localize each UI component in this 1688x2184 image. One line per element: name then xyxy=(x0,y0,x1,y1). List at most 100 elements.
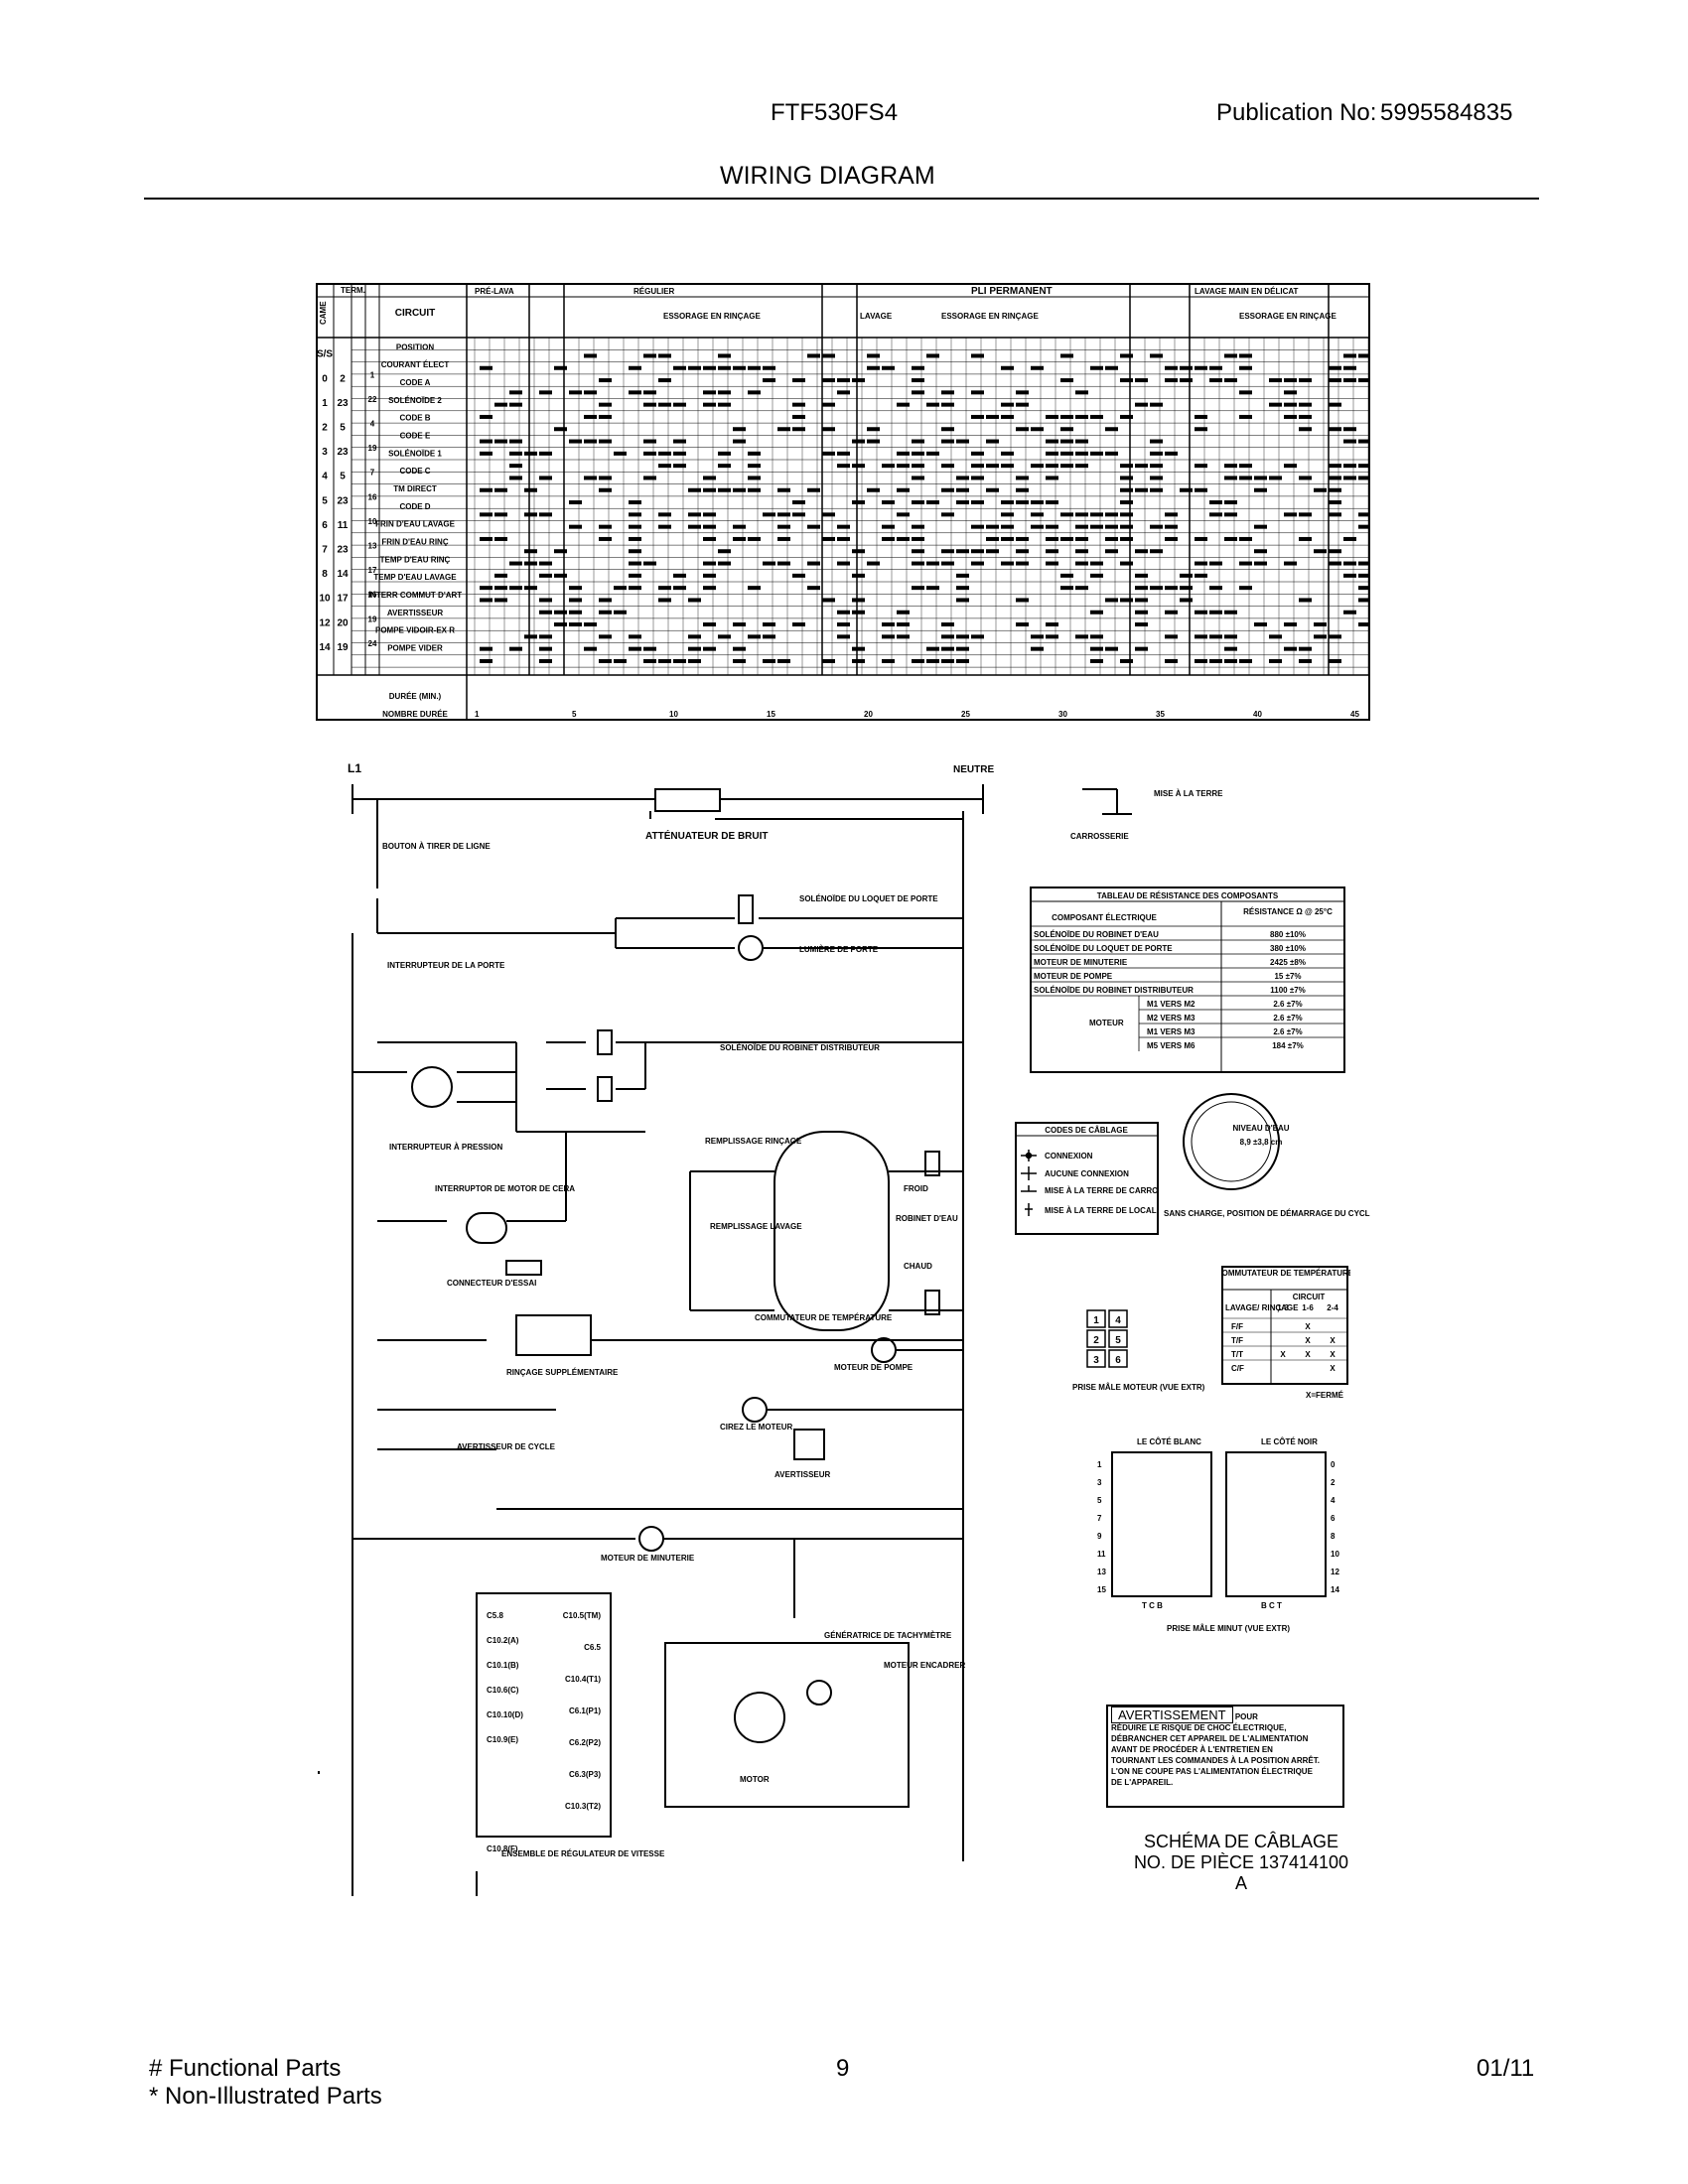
cam-term: 23 xyxy=(337,447,349,458)
motor-pin: 4 xyxy=(1115,1315,1121,1326)
timer-bar xyxy=(703,646,716,651)
timer-bar xyxy=(971,524,984,529)
timer-bar xyxy=(688,598,701,603)
timer-bar xyxy=(688,524,701,529)
timer-bar xyxy=(1209,658,1222,663)
timer-bar xyxy=(509,476,522,480)
timer-bar xyxy=(1150,464,1163,469)
temp-cell: X xyxy=(1330,1350,1336,1359)
plug-right-number: 12 xyxy=(1331,1568,1339,1576)
timer-bar xyxy=(1239,414,1252,419)
timer-bar xyxy=(1120,487,1133,492)
timer-bar xyxy=(643,451,656,456)
timer-bar xyxy=(629,512,641,517)
timer-bar xyxy=(1180,487,1193,492)
circuit-label: CODE E xyxy=(400,431,431,440)
timer-bar xyxy=(509,451,522,456)
warning-line: AVANT DE PROCÉDER À L'ENTRETIEN EN xyxy=(1111,1745,1273,1754)
timer-bar xyxy=(584,414,597,419)
res-component: SOLÉNOÏDE DU ROBINET D'EAU xyxy=(1034,930,1159,939)
timer-bar xyxy=(718,464,731,469)
warning-lines: RÉDUIRE LE RISQUE DE CHOC ÉLECTRIQUE,DÉB… xyxy=(1111,1722,1339,1788)
timer-bar xyxy=(1090,573,1103,578)
timer-bar xyxy=(837,464,850,469)
timer-bar xyxy=(688,512,701,517)
timer-bar xyxy=(986,524,999,529)
timer-bar xyxy=(1120,536,1133,541)
step-number: 10 xyxy=(669,710,678,719)
timer-bar xyxy=(777,487,790,492)
timer-bar xyxy=(792,500,805,505)
res-col2: RÉSISTANCE Ω @ 25°C xyxy=(1243,907,1333,916)
timer-bar xyxy=(1150,439,1163,444)
timer-bar xyxy=(1209,610,1222,614)
timer-bar xyxy=(1195,427,1207,432)
controller-pin: C5.8 xyxy=(487,1611,503,1620)
timer-sequence-chart: CAME TERM. CIRCUIT PRÉ-LAVA RÉGULIER PLI… xyxy=(316,283,1370,721)
circuit-label: POMPE VIDER xyxy=(387,643,443,652)
timer-bar xyxy=(748,464,761,469)
timer-bar xyxy=(509,390,522,395)
label-fill-wash: REMPLISSAGE LAVAGE xyxy=(710,1222,802,1231)
timer-bar xyxy=(763,622,775,627)
controller-pin: C6.2(P2) xyxy=(569,1738,601,1747)
plug-right-number: 6 xyxy=(1331,1514,1336,1523)
timer-bar xyxy=(703,622,716,627)
controller-pin: C10.1(B) xyxy=(487,1661,519,1670)
timer-bar xyxy=(1090,646,1103,651)
timer-bar xyxy=(912,658,924,663)
timer-bar xyxy=(792,378,805,383)
timer-bar xyxy=(1314,549,1327,554)
timer-bar xyxy=(584,476,597,480)
timer-bar xyxy=(733,439,746,444)
timer-bar xyxy=(554,573,567,578)
temp-title: COMMUTATEUR DE TEMPÉRATURE xyxy=(1221,1269,1350,1278)
timer-bar xyxy=(599,634,612,639)
timer-bar xyxy=(1120,464,1133,469)
timer-bar xyxy=(1016,427,1029,432)
timer-bar xyxy=(480,365,492,370)
timer-bar xyxy=(494,512,507,517)
circuit-label: SOLÉNOÏDE 1 xyxy=(388,449,442,458)
timer-bar xyxy=(807,353,820,358)
circuit-label: TM DIRECT xyxy=(393,484,437,493)
timer-bar xyxy=(1075,586,1088,591)
timer-bar xyxy=(956,500,969,505)
plug-right-number: 10 xyxy=(1331,1550,1339,1559)
timer-bar xyxy=(524,586,537,591)
timer-bar xyxy=(837,451,850,456)
controller-pin: C10.5(TM) xyxy=(563,1611,602,1620)
label-speed-control: ENSEMBLE DE RÉGULATEUR DE VITESSE xyxy=(501,1849,665,1858)
timer-bar xyxy=(971,451,984,456)
timer-bar xyxy=(1001,512,1014,517)
timer-bar xyxy=(971,561,984,566)
timer-bar xyxy=(1165,536,1178,541)
circuit-label: INTERR COMMUT D'ART xyxy=(368,591,462,600)
timer-bar xyxy=(807,586,820,591)
timer-bar xyxy=(1299,427,1312,432)
timer-bar xyxy=(539,476,552,480)
timer-bar xyxy=(1329,427,1341,432)
timer-bar xyxy=(1180,586,1193,591)
controller-pin: C10.9(E) xyxy=(487,1735,518,1744)
timer-bar xyxy=(1075,512,1088,517)
plug-left-number: 7 xyxy=(1097,1514,1102,1523)
timer-bar xyxy=(1299,658,1312,663)
timer-bar xyxy=(941,512,954,517)
timer-bar xyxy=(480,439,492,444)
timer-bar xyxy=(971,500,984,505)
timer-bar xyxy=(748,536,761,541)
timer-bar xyxy=(822,378,835,383)
timer-bar xyxy=(614,451,627,456)
plug-left-number: 3 xyxy=(1097,1478,1102,1487)
timer-bar xyxy=(1254,524,1267,529)
label-temp-switch: COMMUTATEUR DE TEMPÉRATURE xyxy=(755,1313,893,1322)
cam-term: 23 xyxy=(337,495,349,506)
water-level-caption: SANS CHARGE, POSITION DE DÉMARRAGE DU CY… xyxy=(1164,1209,1370,1218)
temp-cell: X xyxy=(1305,1322,1311,1331)
timer-bar xyxy=(1329,634,1341,639)
label-buzzer: AVERTISSEUR xyxy=(774,1470,831,1479)
schema-caption: SCHÉMA DE CÂBLAGE NO. DE PIÈCE 137414100… xyxy=(1127,1832,1355,1894)
cam-term: 14 xyxy=(337,569,349,580)
timer-bar xyxy=(509,561,522,566)
